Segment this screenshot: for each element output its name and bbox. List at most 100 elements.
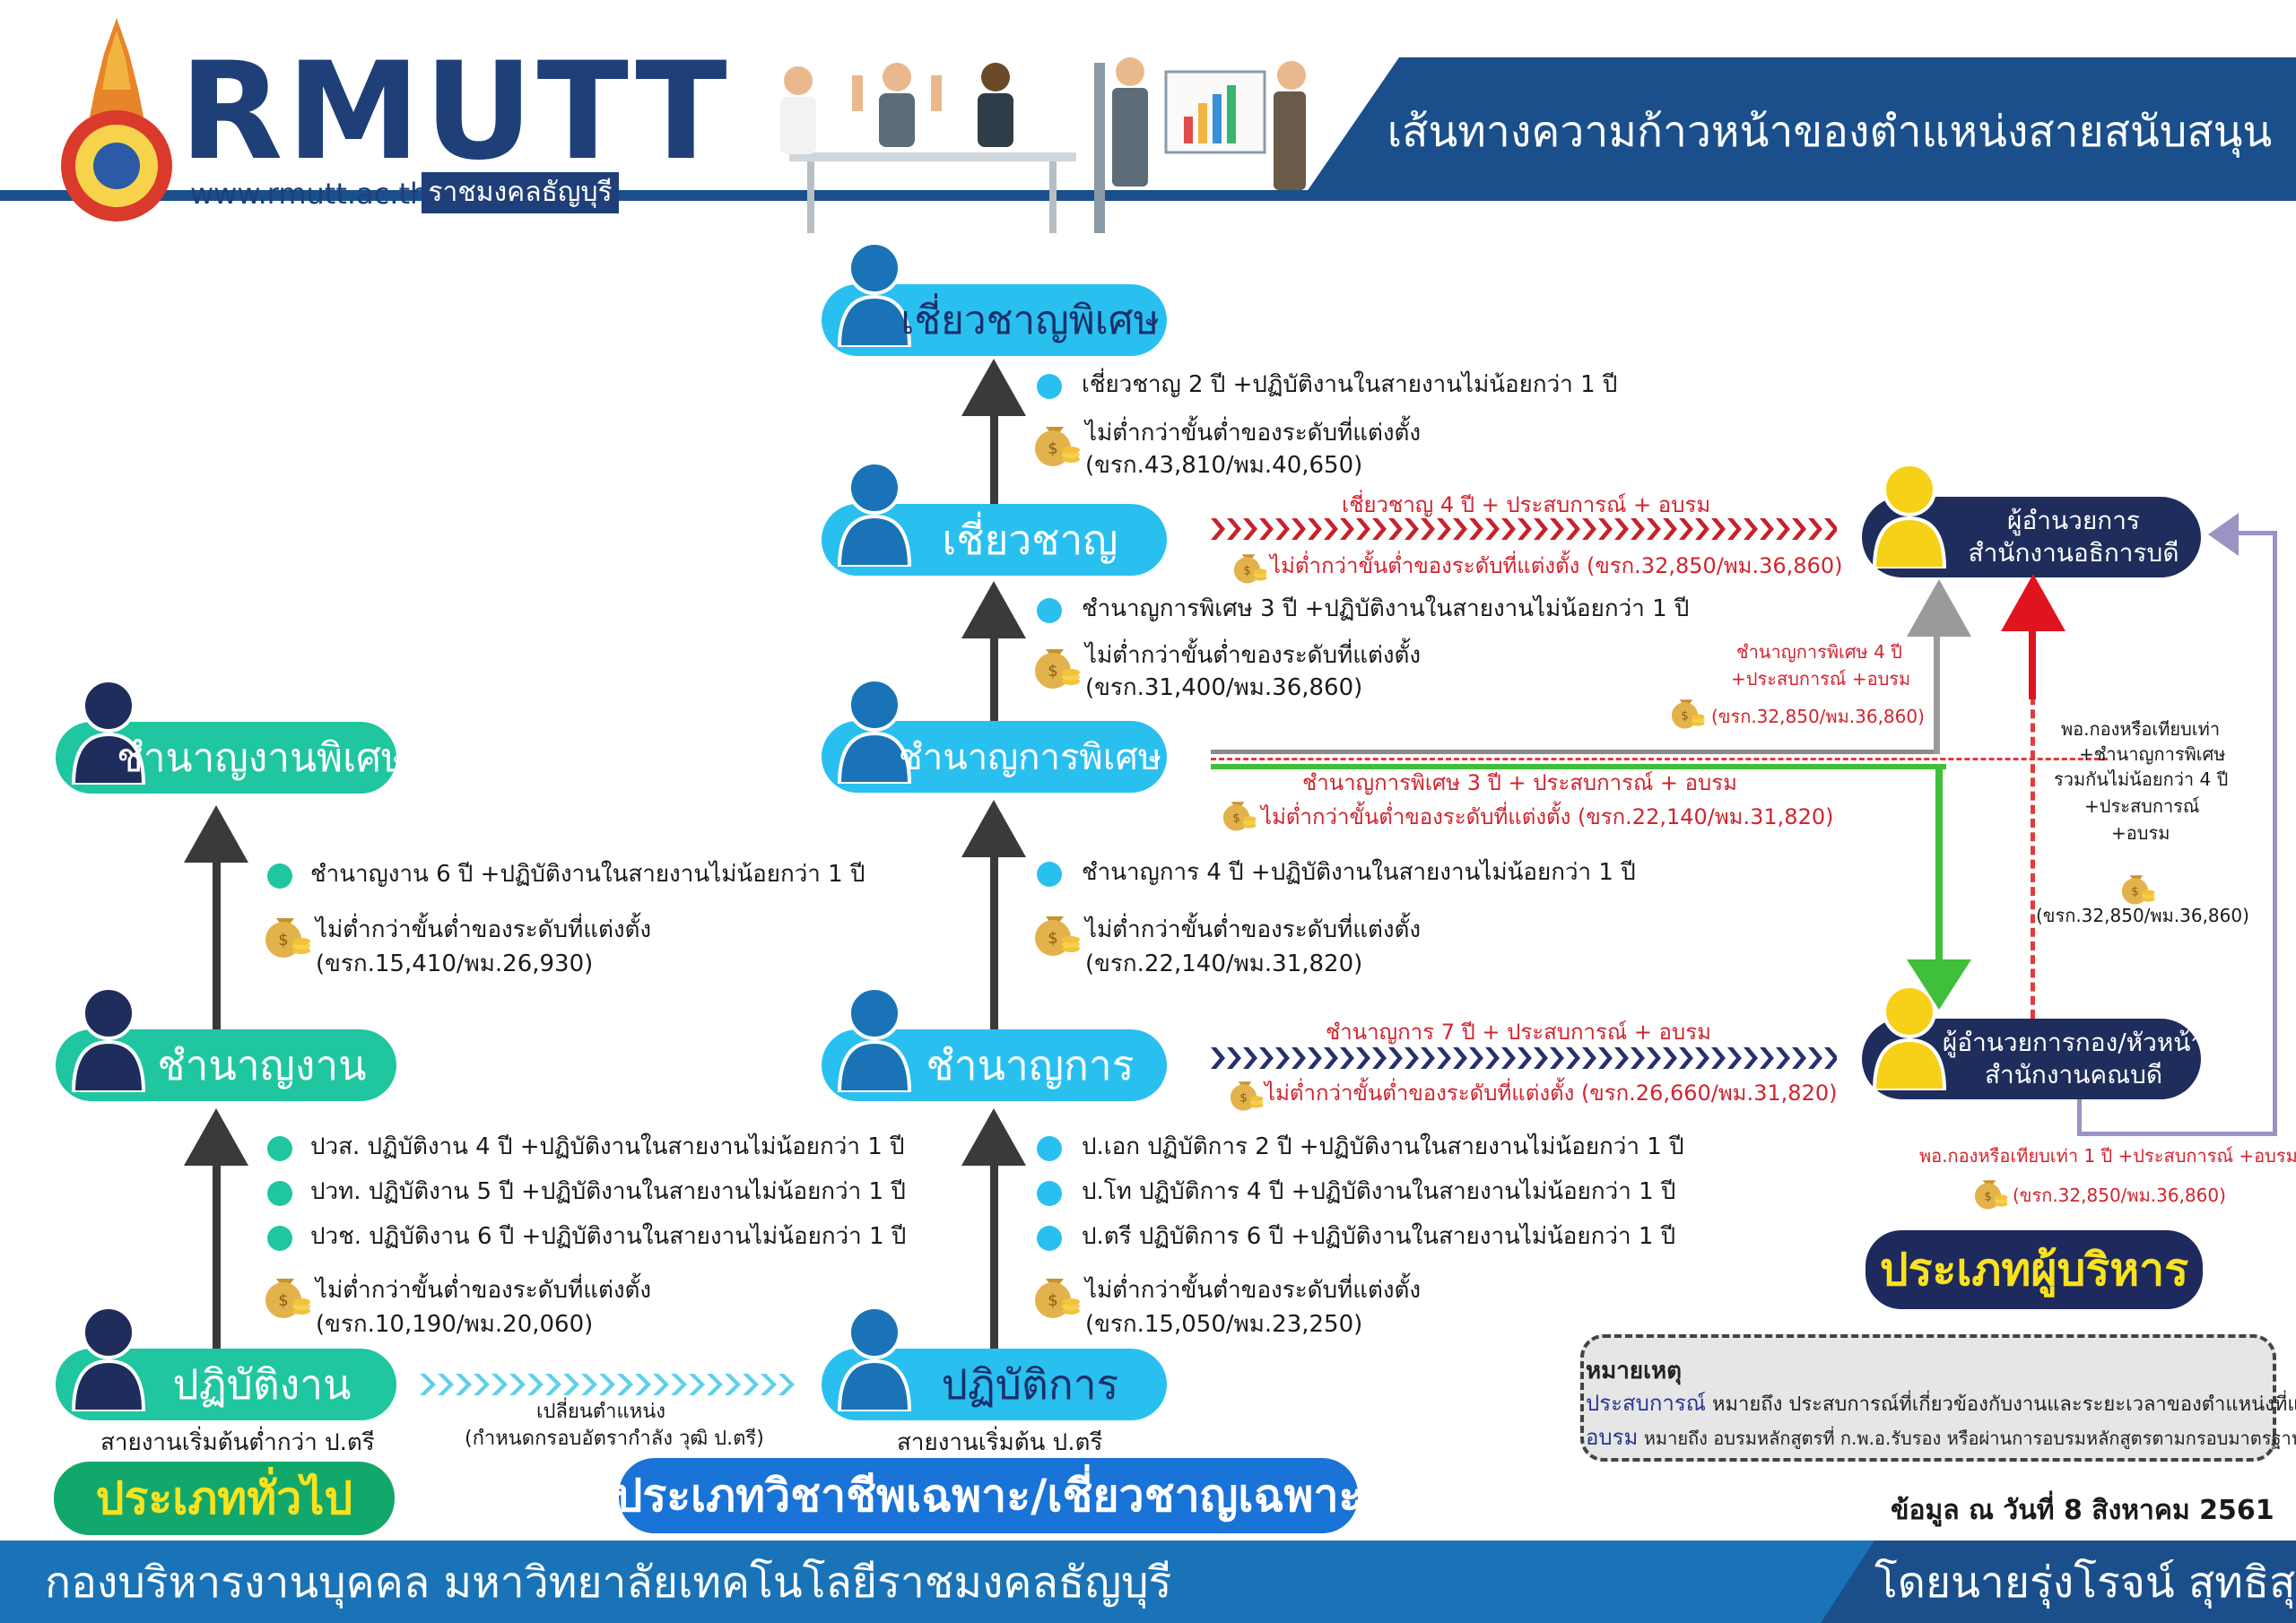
- line-senior-green: [1211, 764, 1946, 769]
- footer-author: โดยนายรุ่งโรจน์ สุทธิสุข: [1874, 1558, 2296, 1608]
- arrow-head: [184, 1108, 248, 1166]
- page-title: เส้นทางความก้าวหน้าของตำแหน่งสายสนับสนุน: [1387, 107, 2273, 157]
- arrow-general-lower: [213, 1162, 221, 1349]
- money-bag-icon: [258, 1266, 312, 1320]
- bullet-dot: [267, 1226, 292, 1251]
- category-professional: ประเภทวิชาชีพเฉพาะ/เชี่ยวชาญเฉพาะ: [614, 1458, 1362, 1533]
- arrow-senior-label-1: ชำนาญการพิเศษ 3 ปี + ประสบการณ์ + อบรม: [1302, 770, 1737, 795]
- position-chamnan-ngan-phiset[interactable]: ชำนาญงานพิเศษ: [56, 722, 407, 794]
- req-general-2: ปวท. ปฏิบัติงาน 5 ปี +ปฏิบัติงานในสายงาน…: [310, 1178, 906, 1205]
- transfer-arrow: [418, 1372, 795, 1397]
- person-icon: [68, 985, 149, 1092]
- position-chamnan-ngan[interactable]: ชำนาญงาน: [56, 1029, 396, 1101]
- general-start-note: สายงานเริ่มต้นต่ำกว่า ป.ตรี: [100, 1429, 375, 1456]
- sal-pro-2-2: (ขรก.15,050/พม.23,250): [1085, 1311, 1363, 1338]
- loop-line-h0: [2077, 1132, 2203, 1136]
- arrow-head: [961, 800, 1026, 857]
- money-bag-icon: [1028, 1266, 1082, 1320]
- bullet-dot: [1037, 374, 1062, 399]
- person-icon: [834, 985, 915, 1092]
- salary-general-base-1: ไม่ต่ำกว่าขั้นต่ำของระดับที่แต่งตั้ง: [316, 1277, 652, 1304]
- pro-start-note: สายงานเริ่มต้น ป.ตรี: [897, 1429, 1103, 1456]
- logo-tagline: ราชมงคลธัญบุรี: [422, 172, 619, 213]
- money-bag-icon: [258, 906, 312, 959]
- sal-pro-2-1: ไม่ต่ำกว่าขั้นต่ำของระดับที่แต่งตั้ง: [1085, 1277, 1422, 1304]
- bullet-dot: [267, 1136, 292, 1161]
- arrow-expert-label-2: ไม่ต่ำกว่าขั้นต่ำของระดับที่แต่งตั้ง (ขร…: [1270, 553, 1843, 578]
- position-patibat-kan[interactable]: ปฏิบัติการ: [822, 1349, 1167, 1420]
- right-label-4: +ประสบการณ์: [2084, 795, 2200, 817]
- right-label-1: พอ.กองหรือเทียบเท่า: [2061, 718, 2221, 740]
- arrow-pro-label-1: ชำนาญการ 7 ปี + ประสบการณ์ + อบรม: [1326, 1020, 1711, 1045]
- line-senior-gray: [1211, 750, 1937, 754]
- position-director-division[interactable]: ผู้อำนวยการกอง/หัวหน้า สำนักงานคณบดี: [1862, 1019, 2205, 1099]
- money-bag-icon: [1028, 637, 1082, 690]
- salary-general-base-2: (ขรก.10,190/พม.20,060): [316, 1311, 594, 1338]
- category-general: ประเภททั่วไป: [54, 1462, 395, 1535]
- arrow-senior-label-2: ไม่ต่ำกว่าขั้นต่ำของระดับที่แต่งตั้ง (ขร…: [1261, 804, 1834, 829]
- note-line-2: อบรม หมายถึง อบรมหลักสูตรที่ ก.พ.อ.รับรอ…: [1586, 1425, 2296, 1450]
- bullet-dot: [1037, 862, 1062, 887]
- arrow-general-upper: [213, 859, 221, 1029]
- person-icon: [1869, 461, 1950, 568]
- arrow-expert-to-director: [1209, 516, 1837, 542]
- business-people-illustration: [780, 57, 1306, 233]
- position-chamnan-kan-phiset[interactable]: ชำนาญการพิเศษ: [822, 721, 1167, 793]
- data-date: ข้อมูล ณ วันที่ 8 สิงหาคม 2561: [1891, 1495, 2274, 1526]
- money-bag-icon: [1970, 1171, 2009, 1211]
- arrow-head-green: [1907, 959, 1971, 1010]
- arrow-pro-4: [990, 635, 998, 721]
- right-label-5: +อบรม: [2111, 822, 2170, 844]
- req-pro-5: เชี่ยวชาญ 2 ปี +ปฏิบัติงานในสายงานไม่น้อ…: [1082, 371, 1618, 398]
- arrow-head: [961, 581, 1026, 638]
- category-executive: ประเภทผู้บริหาร: [1866, 1230, 2203, 1309]
- gray-label-2: +ประสบการณ์ +อบรม: [1731, 668, 1911, 690]
- bullet-dot: [1037, 1181, 1062, 1206]
- position-patibat-ngan[interactable]: ปฏิบัติงาน: [56, 1349, 396, 1420]
- money-bag-icon: [1218, 793, 1257, 832]
- note-box: [1580, 1334, 2276, 1462]
- university-seal-icon: [61, 18, 172, 221]
- position-chiaochan[interactable]: เชี่ยวชาญ: [822, 504, 1167, 576]
- footer-org: กองบริหารงานบุคคล มหาวิทยาลัยเทคโนโลยีรา…: [45, 1558, 1172, 1608]
- person-icon: [834, 459, 915, 567]
- req-general-1: ปวส. ปฏิบัติงาน 4 ปี +ปฏิบัติงานในสายงาน…: [310, 1133, 905, 1160]
- logo-url: www.rmutt.ac.th: [190, 177, 429, 211]
- money-bag-icon: [1028, 414, 1082, 468]
- transfer-line2: (กำหนดกรอบอัตรากำลัง วุฒิ ป.ตรี): [465, 1428, 764, 1450]
- req-general-top: ชำนาญงาน 6 ปี +ปฏิบัติงานในสายงานไม่น้อย…: [310, 861, 865, 888]
- arrow-head-lavender: [2208, 513, 2239, 556]
- loop-line-from-division: [2077, 1099, 2082, 1135]
- position-chiaochan-phiset[interactable]: เชี่ยวชาญพิเศษ: [822, 284, 1167, 356]
- bullet-dot: [1037, 598, 1062, 623]
- sal-pro-5-1: ไม่ต่ำกว่าขั้นต่ำของระดับที่แต่งตั้ง: [1085, 420, 1422, 447]
- position-director-president-office[interactable]: ผู้อำนวยการ สำนักงานอธิการบดี: [1862, 497, 2201, 577]
- line-senior-gray-up: [1934, 622, 1940, 754]
- arrow-pro-label-2: ไม่ต่ำกว่าขั้นต่ำของระดับที่แต่งตั้ง (ขร…: [1265, 1081, 1838, 1106]
- req-pro-3: ชำนาญการ 4 ปี +ปฏิบัติงานในสายงานไม่น้อย…: [1082, 859, 1636, 886]
- loop-line-h1: [2201, 1132, 2276, 1136]
- sal-pro-5-2: (ขรก.43,810/พม.40,650): [1085, 452, 1363, 479]
- rmutt-logo: RMUTT: [179, 34, 731, 190]
- money-bag-icon: [1225, 1072, 1265, 1112]
- bullet-dot: [267, 864, 292, 889]
- bullet-dot: [1037, 1136, 1062, 1161]
- line-red-dashed-up: [2031, 628, 2035, 1019]
- sal-pro-3-2: (ขรก.22,140/พม.31,820): [1085, 950, 1363, 977]
- right-label-2: +ชำนาญการพิเศษ: [2079, 743, 2226, 765]
- req-general-3: ปวช. ปฏิบัติงาน 6 ปี +ปฏิบัติงานในสายงาน…: [310, 1223, 907, 1250]
- gray-label-1: ชำนาญการพิเศษ 4 ปี: [1736, 641, 1902, 663]
- sal-pro-3-1: ไม่ต่ำกว่าขั้นต่ำของระดับที่แต่งตั้ง: [1085, 916, 1422, 943]
- arrow-head: [184, 805, 248, 863]
- bottom-label-2: (ขรก.32,850/พม.36,860): [2013, 1185, 2226, 1206]
- note-line-1: ประสบการณ์ หมายถึง ประสบการณ์ที่เกี่ยวข้…: [1586, 1391, 2296, 1416]
- salary-general-top-2: (ขรก.15,410/พม.26,930): [316, 950, 594, 977]
- right-label-6: (ขรก.32,850/พม.36,860): [2036, 905, 2249, 926]
- req-pro-2-1: ป.เอก ปฏิบัติการ 2 ปี +ปฏิบัติงานในสายงา…: [1082, 1133, 1684, 1160]
- money-bag-icon: [1666, 690, 1706, 730]
- arrow-expert-label-1: เชี่ยวชาญ 4 ปี + ประสบการณ์ + อบรม: [1342, 492, 1711, 517]
- bullet-dot: [1037, 1226, 1062, 1251]
- person-icon: [68, 1304, 149, 1411]
- position-chamnan-kan[interactable]: ชำนาญการ: [822, 1029, 1167, 1101]
- req-pro-4: ชำนาญการพิเศษ 3 ปี +ปฏิบัติงานในสายงานไม…: [1082, 595, 1690, 622]
